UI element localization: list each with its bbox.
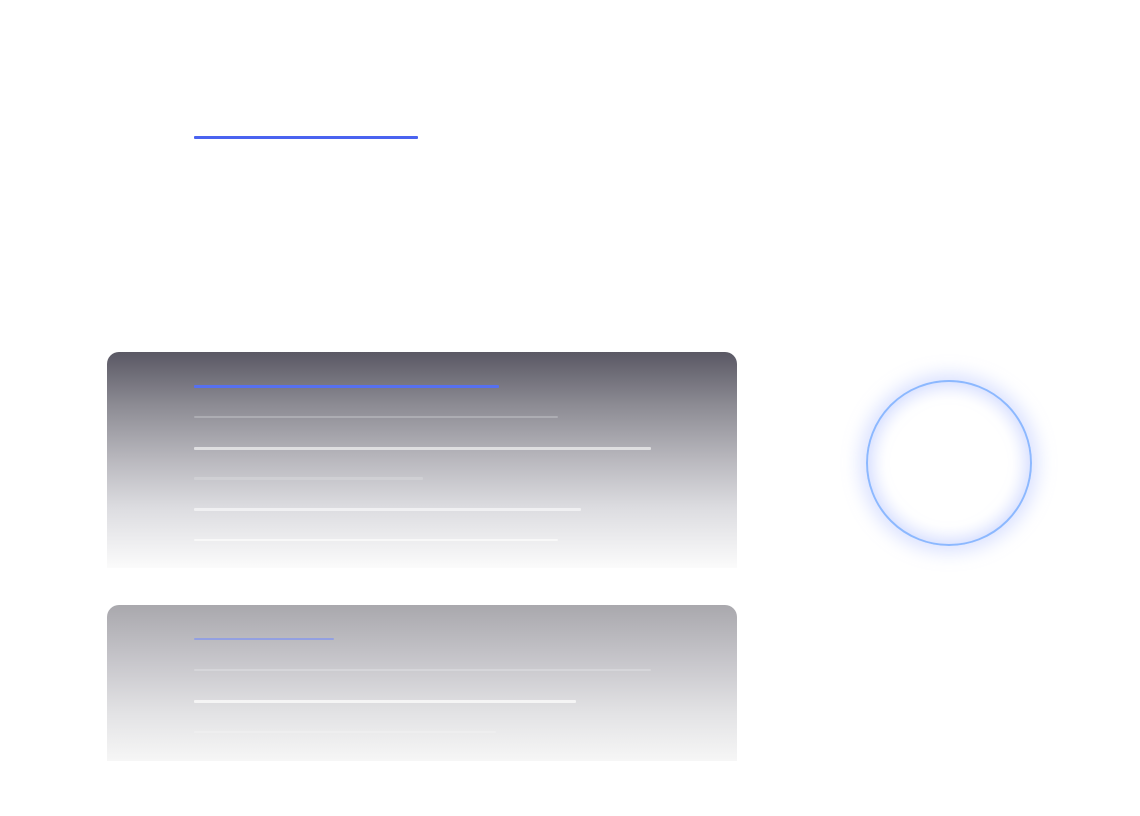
glowing-circle <box>866 380 1032 546</box>
placeholder-line <box>194 669 651 671</box>
placeholder-line <box>194 447 651 450</box>
placeholder-line <box>194 700 576 703</box>
placeholder-line <box>194 416 558 418</box>
placeholder-line <box>194 539 558 541</box>
placeholder-line <box>194 477 423 480</box>
card-accent-line <box>194 638 334 640</box>
content-card-1 <box>107 352 737 568</box>
placeholder-line <box>194 731 496 733</box>
content-card-2 <box>107 605 737 761</box>
placeholder-line <box>194 508 581 511</box>
card-accent-line <box>194 385 499 388</box>
header-accent-line <box>194 136 418 139</box>
